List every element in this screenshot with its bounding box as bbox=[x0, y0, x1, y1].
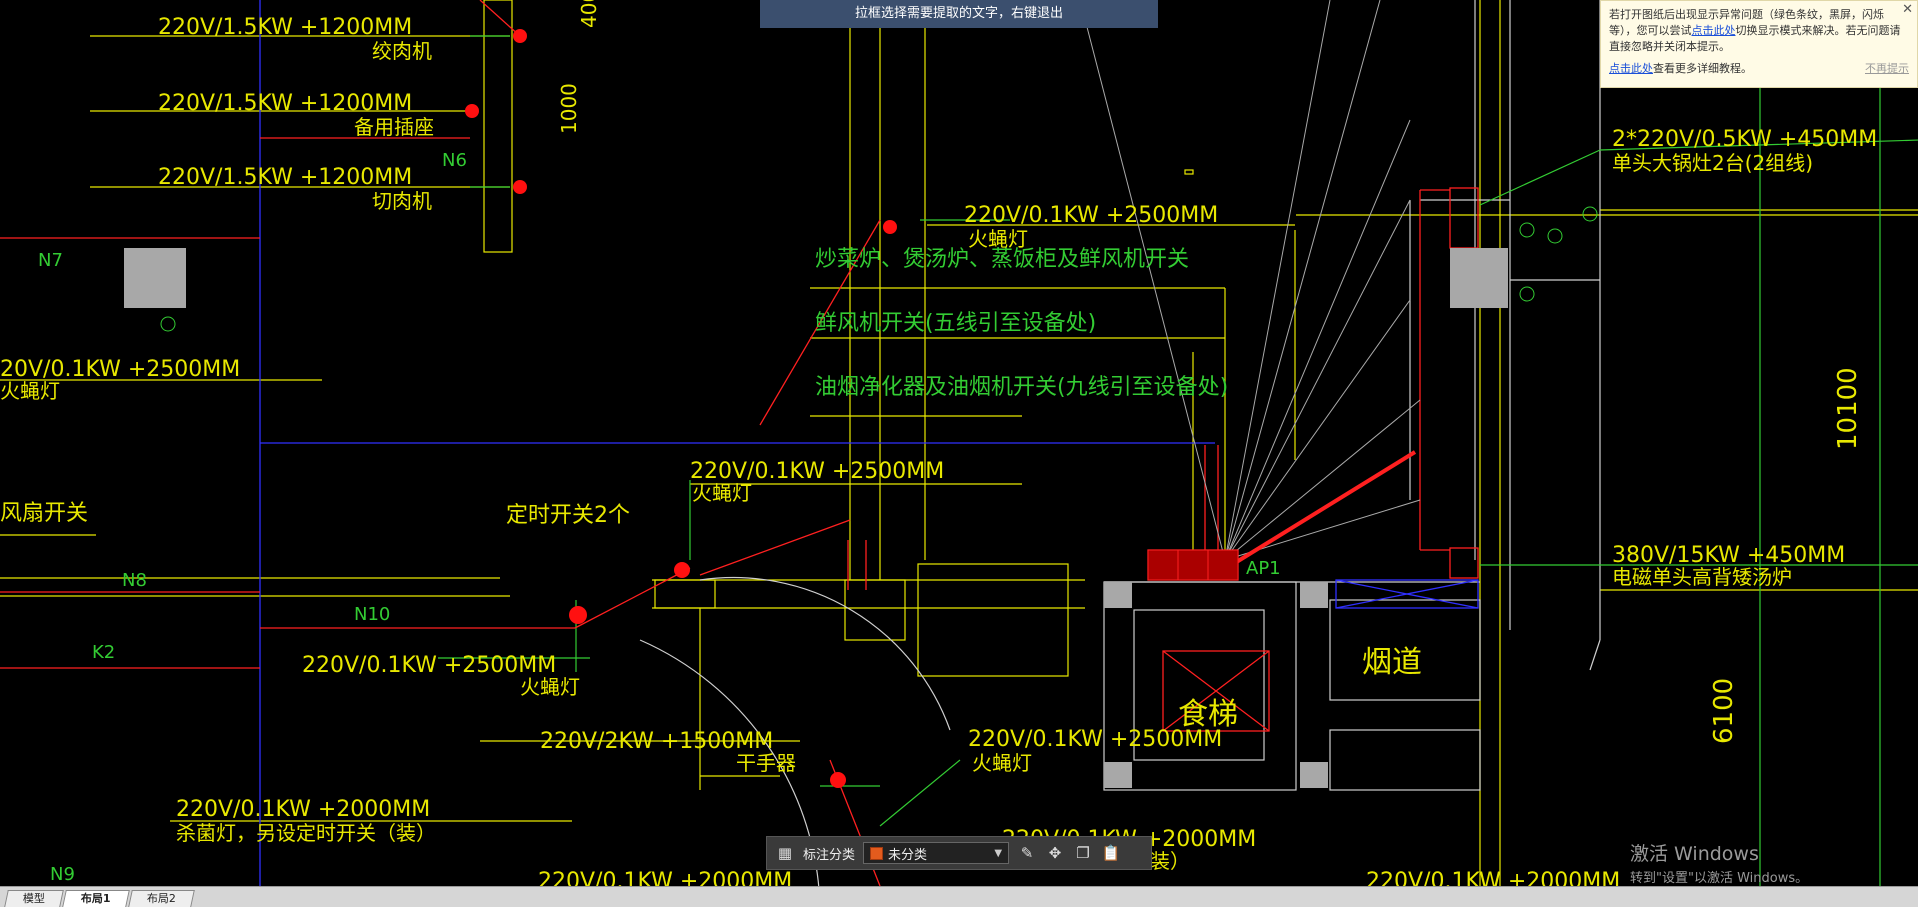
cad-label: 火蝇灯 bbox=[968, 227, 1028, 251]
annotation-toolbar: ▦ 标注分类 未分类 ▼ ✎ ✥ ❐ 📋 bbox=[766, 836, 1152, 870]
windows-activation-watermark: 激活 Windows 转到"设置"以激活 Windows。 bbox=[1630, 839, 1808, 886]
switch-display-mode-link[interactable]: 点击此处 bbox=[1691, 24, 1736, 37]
close-icon[interactable]: ✕ bbox=[1902, 2, 1913, 17]
tip-text-2: 查看更多详细教程。 bbox=[1653, 62, 1752, 75]
cad-label: AP1 bbox=[1246, 558, 1281, 579]
cad-label: N8 bbox=[122, 570, 147, 591]
columns bbox=[124, 248, 1508, 788]
cad-label: 干手器 bbox=[736, 751, 796, 775]
cad-label: 1000 bbox=[557, 83, 581, 134]
cad-label: 10100 bbox=[1833, 367, 1863, 450]
cad-label: 火蝇灯 bbox=[692, 481, 752, 505]
cad-label: 烟道 bbox=[1362, 645, 1422, 680]
cad-label: 220V/0.1KW +2500MM bbox=[302, 653, 556, 678]
tab-model-label: 模型 bbox=[22, 892, 45, 905]
circle-markers bbox=[160, 206, 1598, 332]
cad-label: N9 bbox=[50, 864, 75, 885]
ap1-panel bbox=[1147, 549, 1239, 581]
cad-label: 风扇开关 bbox=[0, 501, 88, 526]
tutorial-link[interactable]: 点击此处 bbox=[1609, 62, 1653, 75]
cad-label: 220V/0.1KW +2500MM bbox=[964, 203, 1218, 228]
tip-text-1: 若打开图纸后出现显示异常问题（绿色条纹，黑屏，闪烁等），您可以尝试 bbox=[1609, 8, 1884, 37]
copy-icon[interactable]: ❐ bbox=[1076, 844, 1090, 862]
cad-label: 220V/1.5KW +1200MM bbox=[158, 15, 412, 40]
cad-label: 电磁单头高背矮汤炉 bbox=[1612, 565, 1792, 589]
tab-layout2[interactable]: 布局2 bbox=[127, 890, 195, 907]
cad-label: 杀菌灯，另设定时开关（装） bbox=[176, 821, 436, 845]
tab-layout2-label: 布局2 bbox=[146, 892, 176, 905]
cad-label: N10 bbox=[354, 604, 390, 625]
selection-hint-banner: 拉框选择需要提取的文字，右键退出 bbox=[760, 0, 1158, 28]
cad-label: 装） bbox=[1150, 849, 1190, 873]
cad-label: 2*220V/0.5KW +450MM bbox=[1612, 127, 1877, 152]
category-color-swatch bbox=[870, 846, 884, 860]
cad-label: 400 bbox=[577, 0, 601, 28]
category-select[interactable]: 未分类 ▼ bbox=[863, 842, 1010, 864]
cad-label: 备用插座 bbox=[354, 115, 434, 139]
selection-hint-text: 拉框选择需要提取的文字，右键退出 bbox=[854, 6, 1063, 21]
tab-layout1[interactable]: 布局1 bbox=[62, 890, 130, 907]
blue-lines bbox=[259, 0, 1479, 886]
category-label: 标注分类 bbox=[803, 847, 856, 863]
cad-label: 绞肉机 bbox=[372, 39, 432, 63]
tip-text-1b: 切换显示模式来解决。若无问题请直接忽略并关闭本提示。 bbox=[1609, 24, 1901, 53]
tab-layout1-label: 布局1 bbox=[80, 892, 111, 905]
cad-label: 火蝇灯 bbox=[520, 675, 580, 699]
category-value: 未分类 bbox=[888, 847, 928, 863]
watermark-title: 激活 Windows bbox=[1630, 843, 1759, 865]
dont-show-again-link[interactable]: 不再提示 bbox=[1865, 62, 1909, 75]
tab-model[interactable]: 模型 bbox=[4, 890, 64, 907]
watermark-subtitle: 转到"设置"以激活 Windows。 bbox=[1630, 871, 1809, 886]
cad-label: 油烟净化器及油烟机开关(九线引至设备处) bbox=[815, 375, 1228, 400]
cad-label: 切肉机 bbox=[372, 189, 432, 213]
cad-label: 定时开关2个 bbox=[506, 503, 630, 528]
paste-icon[interactable]: 📋 bbox=[1101, 844, 1121, 862]
cad-label: 鲜风机开关(五线引至设备处) bbox=[815, 311, 1096, 336]
cad-label: K2 bbox=[92, 642, 115, 663]
cad-label: 火蝇灯 bbox=[972, 751, 1032, 775]
cad-label: 220V/1.5KW +1200MM bbox=[158, 91, 412, 116]
edit-icon[interactable]: ✎ bbox=[1020, 844, 1034, 862]
cad-label: 220V/2KW +1500MM bbox=[540, 729, 773, 754]
tip-footer: 点击此处查看更多详细教程。 不再提示 bbox=[1609, 61, 1909, 77]
move-icon[interactable]: ✥ bbox=[1048, 844, 1062, 862]
cad-label: 火蝇灯 bbox=[0, 379, 60, 403]
display-issue-tip: ✕ 若打开图纸后出现显示异常问题（绿色条纹，黑屏，闪烁等），您可以尝试点击此处切… bbox=[1600, 0, 1918, 88]
cad-label: 220V/0.1KW +2500MM bbox=[968, 727, 1222, 752]
cad-label: N7 bbox=[38, 250, 63, 271]
cad-label: N6 bbox=[442, 150, 467, 171]
radial-leaders bbox=[1079, 0, 1421, 561]
green-leaders bbox=[438, 0, 1918, 886]
cad-label: 220V/0.1KW +2500MM bbox=[690, 459, 944, 484]
cad-label: 380V/15KW +450MM bbox=[1612, 543, 1845, 568]
cad-label: 20V/0.1KW +2500MM bbox=[0, 357, 240, 382]
cad-label: 220V/0.1KW +2000MM bbox=[176, 797, 430, 822]
cad-label: 单头大锅灶2台(2组线) bbox=[1612, 151, 1813, 175]
cad-label: 食梯 bbox=[1178, 697, 1238, 732]
red-arrow bbox=[1228, 450, 1417, 568]
cad-label: 6100 bbox=[1709, 678, 1739, 744]
chevron-down-icon: ▼ bbox=[994, 847, 1003, 859]
cad-label: 炒菜炉、煲汤炉、蒸饭柜及鲜风机开关 bbox=[815, 247, 1189, 272]
layout-tabs: 模型 布局1 布局2 bbox=[0, 886, 1918, 907]
cad-label: 220V/1.5KW +1200MM bbox=[158, 165, 412, 190]
grid-icon[interactable]: ▦ bbox=[777, 844, 793, 862]
fixture-symbols bbox=[465, 29, 897, 788]
drawing-labels: 220V/1.5KW +1200MM 绞肉机 220V/1.5KW +1200M… bbox=[0, 0, 1877, 894]
